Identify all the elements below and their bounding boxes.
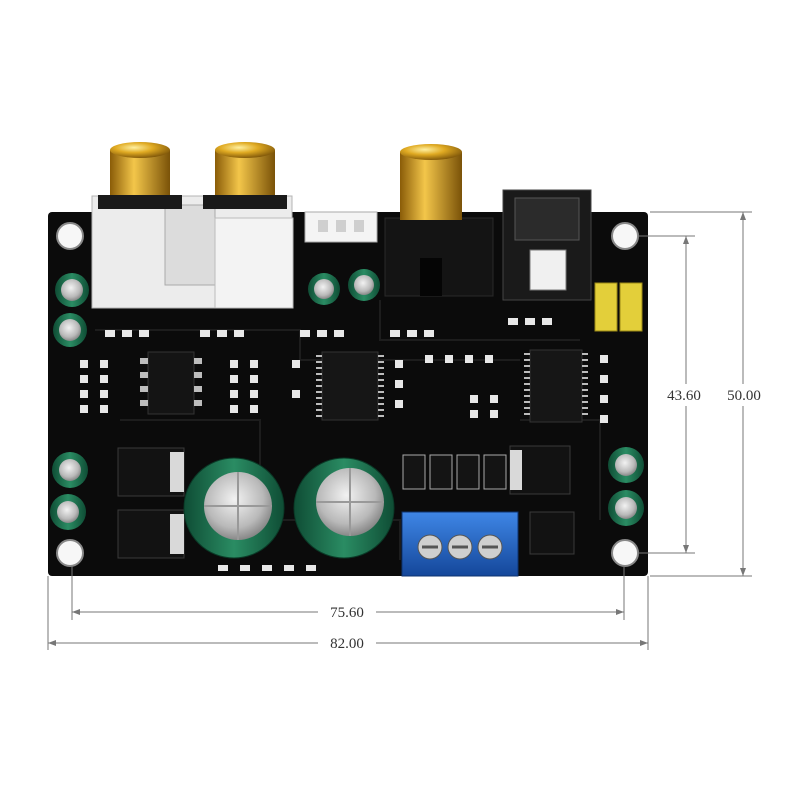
mounting-hole-top-right bbox=[611, 222, 639, 250]
jst-connector bbox=[304, 211, 378, 243]
mounting-hole-bottom-left bbox=[56, 539, 84, 567]
smd-components bbox=[80, 318, 608, 571]
filter-capacitors bbox=[183, 457, 395, 559]
film-capacitors bbox=[594, 282, 643, 332]
dac-ic bbox=[524, 349, 588, 423]
op-amp-ic bbox=[140, 351, 202, 415]
dimension-arrows bbox=[48, 212, 746, 646]
rca-jack-pair bbox=[91, 142, 294, 309]
transistor-row bbox=[402, 454, 507, 490]
power-terminal-block bbox=[401, 511, 519, 577]
mounting-hole-top-left bbox=[56, 222, 84, 250]
width-holes-label: 75.60 bbox=[330, 605, 364, 621]
receiver-ic bbox=[316, 351, 384, 421]
voltage-regulators bbox=[117, 445, 575, 559]
small-capacitors bbox=[50, 269, 644, 530]
width-total-label: 82.00 bbox=[330, 636, 364, 652]
coaxial-rca-jack bbox=[384, 144, 494, 297]
height-holes-label: 43.60 bbox=[667, 388, 701, 404]
optical-toslink-port bbox=[502, 189, 592, 301]
height-total-label: 50.00 bbox=[727, 388, 761, 404]
mounting-hole-bottom-right bbox=[611, 539, 639, 567]
